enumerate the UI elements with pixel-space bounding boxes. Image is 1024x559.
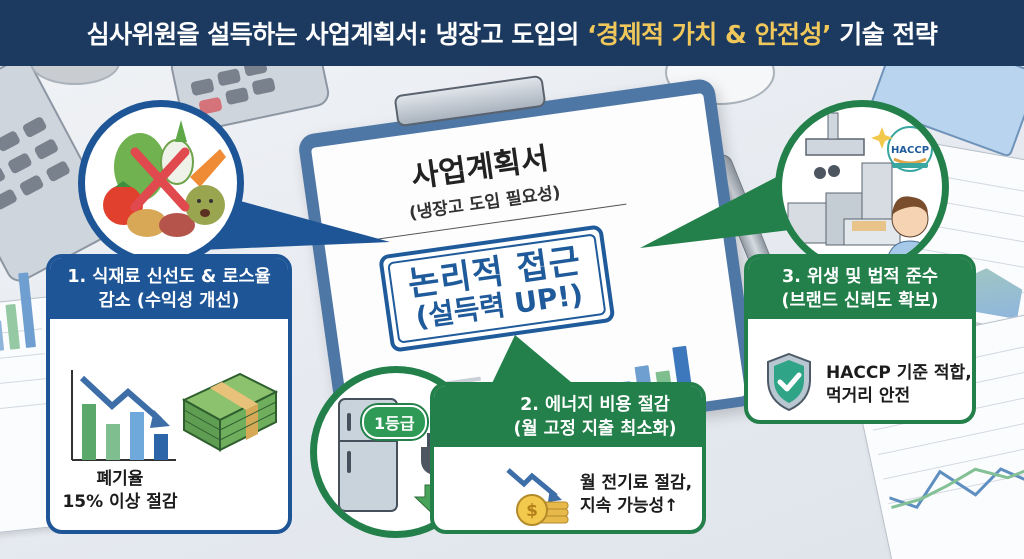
card-2-heading-line1: 2. 에너지 비용 절감 [520,395,670,415]
card-3-body-line2: 먹거리 안전 [826,385,911,406]
callout-1-pointer [200,190,390,250]
card-2-heading: 2. 에너지 비용 절감 (월 고정 지출 최소화) [434,386,702,448]
card-2-heading-line2: (월 고정 지출 최소화) [513,418,677,439]
card-food-loss: 1. 식재료 신선도 & 로스율 감소 (수익성 개선) 폐기율 15% 이상 … [46,254,292,534]
card-energy-cost: 2. 에너지 비용 절감 (월 고정 지출 최소화) $ 월 전기료 절감, 지… [430,382,706,534]
card-1-body-line1: 폐기율 [96,469,144,489]
kitchen-icon: HACCP [787,112,935,267]
money-stack-icon [181,372,279,452]
card-2-body-line2: 지속 가능성↑ [580,495,679,516]
title-highlight: ‘경제적 가치 & 안전성’ [587,20,832,49]
card-1-heading-line1: 1. 식재료 신선도 & 로스율 [67,267,271,287]
page-title: 심사위원을 설득하는 사업계획서: 냉장고 도입의 ‘경제적 가치 & 안전성’… [87,15,938,51]
title-prefix: 심사위원을 설득하는 사업계획서: 냉장고 도입의 [86,20,588,49]
shield-check-icon [767,352,811,412]
card-3-body-line1: HACCP 기준 적합, [826,363,972,383]
svg-text:HACCP: HACCP [891,145,929,156]
callout-3-illustration: HACCP [775,100,949,274]
declining-bar-chart-icon [71,370,176,461]
spoiled-food-icon [103,120,226,237]
card-3-heading-line1: 3. 위생 및 법적 준수 [782,267,938,287]
callout-1-illustration [78,100,244,266]
svg-text:$: $ [526,501,538,521]
card-3-body: HACCP 기준 적합, 먹거리 안전 [826,362,972,408]
card-1-heading-line2: 감소 (수익성 개선) [98,290,240,311]
card-2-body: 월 전기료 절감, 지속 가능성↑ [580,472,692,518]
energy-grade-badge: 1등급 [362,405,427,439]
card-2-body-line1: 월 전기료 절감, [580,473,693,493]
title-suffix: 기술 전략 [831,20,938,49]
card-3-heading-line2: (브랜드 신뢰도 확보) [781,290,939,311]
card-hygiene-compliance: 3. 위생 및 법적 준수 (브랜드 신뢰도 확보) HACCP 기준 적합, … [744,254,976,424]
card-1-body-line2: 15% 이상 절감 [62,491,178,512]
card-1-body: 폐기율 15% 이상 절감 [50,468,190,514]
card-3-heading: 3. 위생 및 법적 준수 (브랜드 신뢰도 확보) [748,258,972,320]
coins-icon: $ [506,468,569,526]
card-1-heading: 1. 식재료 신선도 & 로스율 감소 (수익성 개선) [50,258,288,320]
haccp-seal-icon: HACCP [887,126,933,172]
title-banner: 심사위원을 설득하는 사업계획서: 냉장고 도입의 ‘경제적 가치 & 안전성’… [0,0,1024,66]
callout-3-pointer [640,170,790,248]
background-chart-paper-right-bottom [847,312,1024,559]
